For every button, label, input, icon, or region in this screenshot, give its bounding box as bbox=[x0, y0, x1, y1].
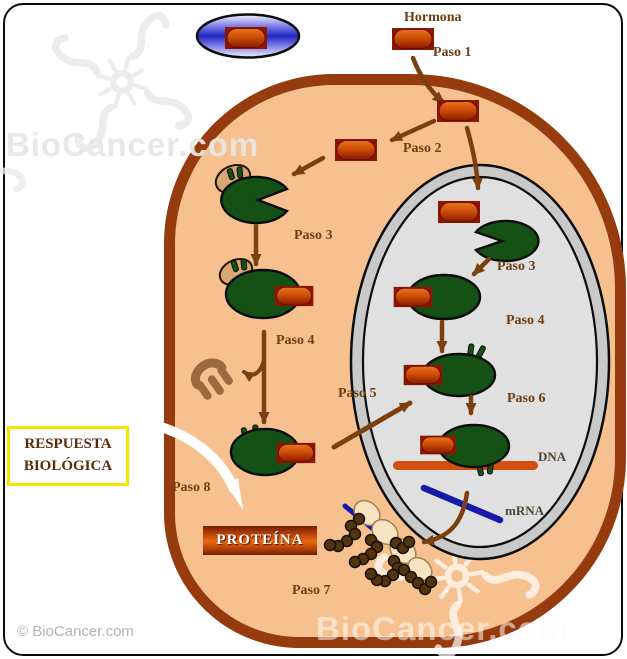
arrow-paso2-nucleus bbox=[464, 125, 483, 191]
hormone-capsule-bound bbox=[419, 435, 457, 455]
mrna-label: mRNA bbox=[505, 503, 544, 518]
hormone-capsule-bound bbox=[276, 442, 316, 464]
arrow-paso3-nucleus bbox=[471, 256, 492, 277]
receptor-cytoplasm-active bbox=[229, 424, 316, 477]
hormone-capsule-membrane bbox=[436, 99, 480, 123]
polypeptide-chain bbox=[397, 563, 438, 596]
response-box-line1: RESPUESTA bbox=[24, 436, 112, 452]
hormone-capsule-cytoplasm bbox=[334, 138, 378, 162]
hormone-label: Hormona bbox=[404, 10, 462, 25]
step-label-paso1: Paso 1 bbox=[433, 45, 472, 60]
hormone-capsule-in-vessel bbox=[224, 26, 268, 50]
hormone-capsule-bound bbox=[393, 286, 433, 308]
polypeptide-chain bbox=[389, 535, 416, 555]
blood-vessel bbox=[195, 13, 301, 59]
polypeptide-chain bbox=[323, 512, 366, 553]
arrow-hsp-release bbox=[242, 358, 266, 383]
arrow-to-receptor bbox=[291, 155, 326, 177]
flower-logo-left-edge bbox=[0, 100, 23, 229]
watermark-brand-top: BioCancer.com bbox=[6, 126, 260, 163]
watermark-copyright: © BioCancer.com bbox=[17, 623, 134, 640]
polypeptide-chain bbox=[348, 533, 384, 569]
response-box: RESPUESTA BIOLÓGICA bbox=[7, 426, 129, 486]
response-box-line2: BIOLÓGICA bbox=[23, 457, 113, 474]
ribosome-cluster bbox=[323, 499, 438, 596]
step-label-paso2: Paso 2 bbox=[403, 141, 442, 156]
hsp-released-icon bbox=[191, 358, 233, 400]
step-label-paso7: Paso 7 bbox=[292, 583, 331, 598]
hormone-capsule-nucleus bbox=[437, 200, 481, 224]
receptor-cytoplasm-bound bbox=[218, 257, 314, 320]
hormone-capsule-free bbox=[391, 27, 435, 51]
hormone-capsule-bound bbox=[403, 364, 443, 386]
polypeptide-chain bbox=[364, 554, 405, 588]
dna-label: DNA bbox=[538, 449, 567, 464]
step-label-paso5: Paso 5 bbox=[338, 386, 377, 401]
arrow-paso1 bbox=[410, 55, 446, 105]
protein-box: PROTEÍNA bbox=[203, 526, 317, 555]
step-label-paso4-cytoplasm: Paso 4 bbox=[276, 333, 315, 348]
arrow-paso2-cytoplasm bbox=[389, 118, 437, 143]
arrow-mrna-export bbox=[421, 490, 470, 546]
receptor-nucleus-active bbox=[403, 343, 497, 398]
hormone-capsule-bound bbox=[274, 285, 314, 307]
step-label-paso3-nucleus: Paso 3 bbox=[497, 259, 536, 274]
step-label-paso3-cytoplasm: Paso 3 bbox=[294, 228, 333, 243]
step-label-paso4-nucleus: Paso 4 bbox=[506, 313, 545, 328]
response-arrow bbox=[153, 421, 243, 510]
step-label-paso6: Paso 6 bbox=[507, 391, 546, 406]
receptor-on-dna bbox=[419, 423, 511, 477]
receptor-pacman-icon bbox=[220, 175, 290, 225]
receptor-cytoplasm-empty bbox=[214, 163, 290, 225]
arrow-paso5 bbox=[331, 400, 413, 450]
watermark-brand-bottom: BioCancer.com bbox=[316, 610, 570, 647]
receptor-nucleus-bound bbox=[393, 273, 482, 321]
step-label-paso8: Paso 8 bbox=[172, 480, 211, 495]
mrna-strand-nucleus bbox=[420, 484, 504, 524]
